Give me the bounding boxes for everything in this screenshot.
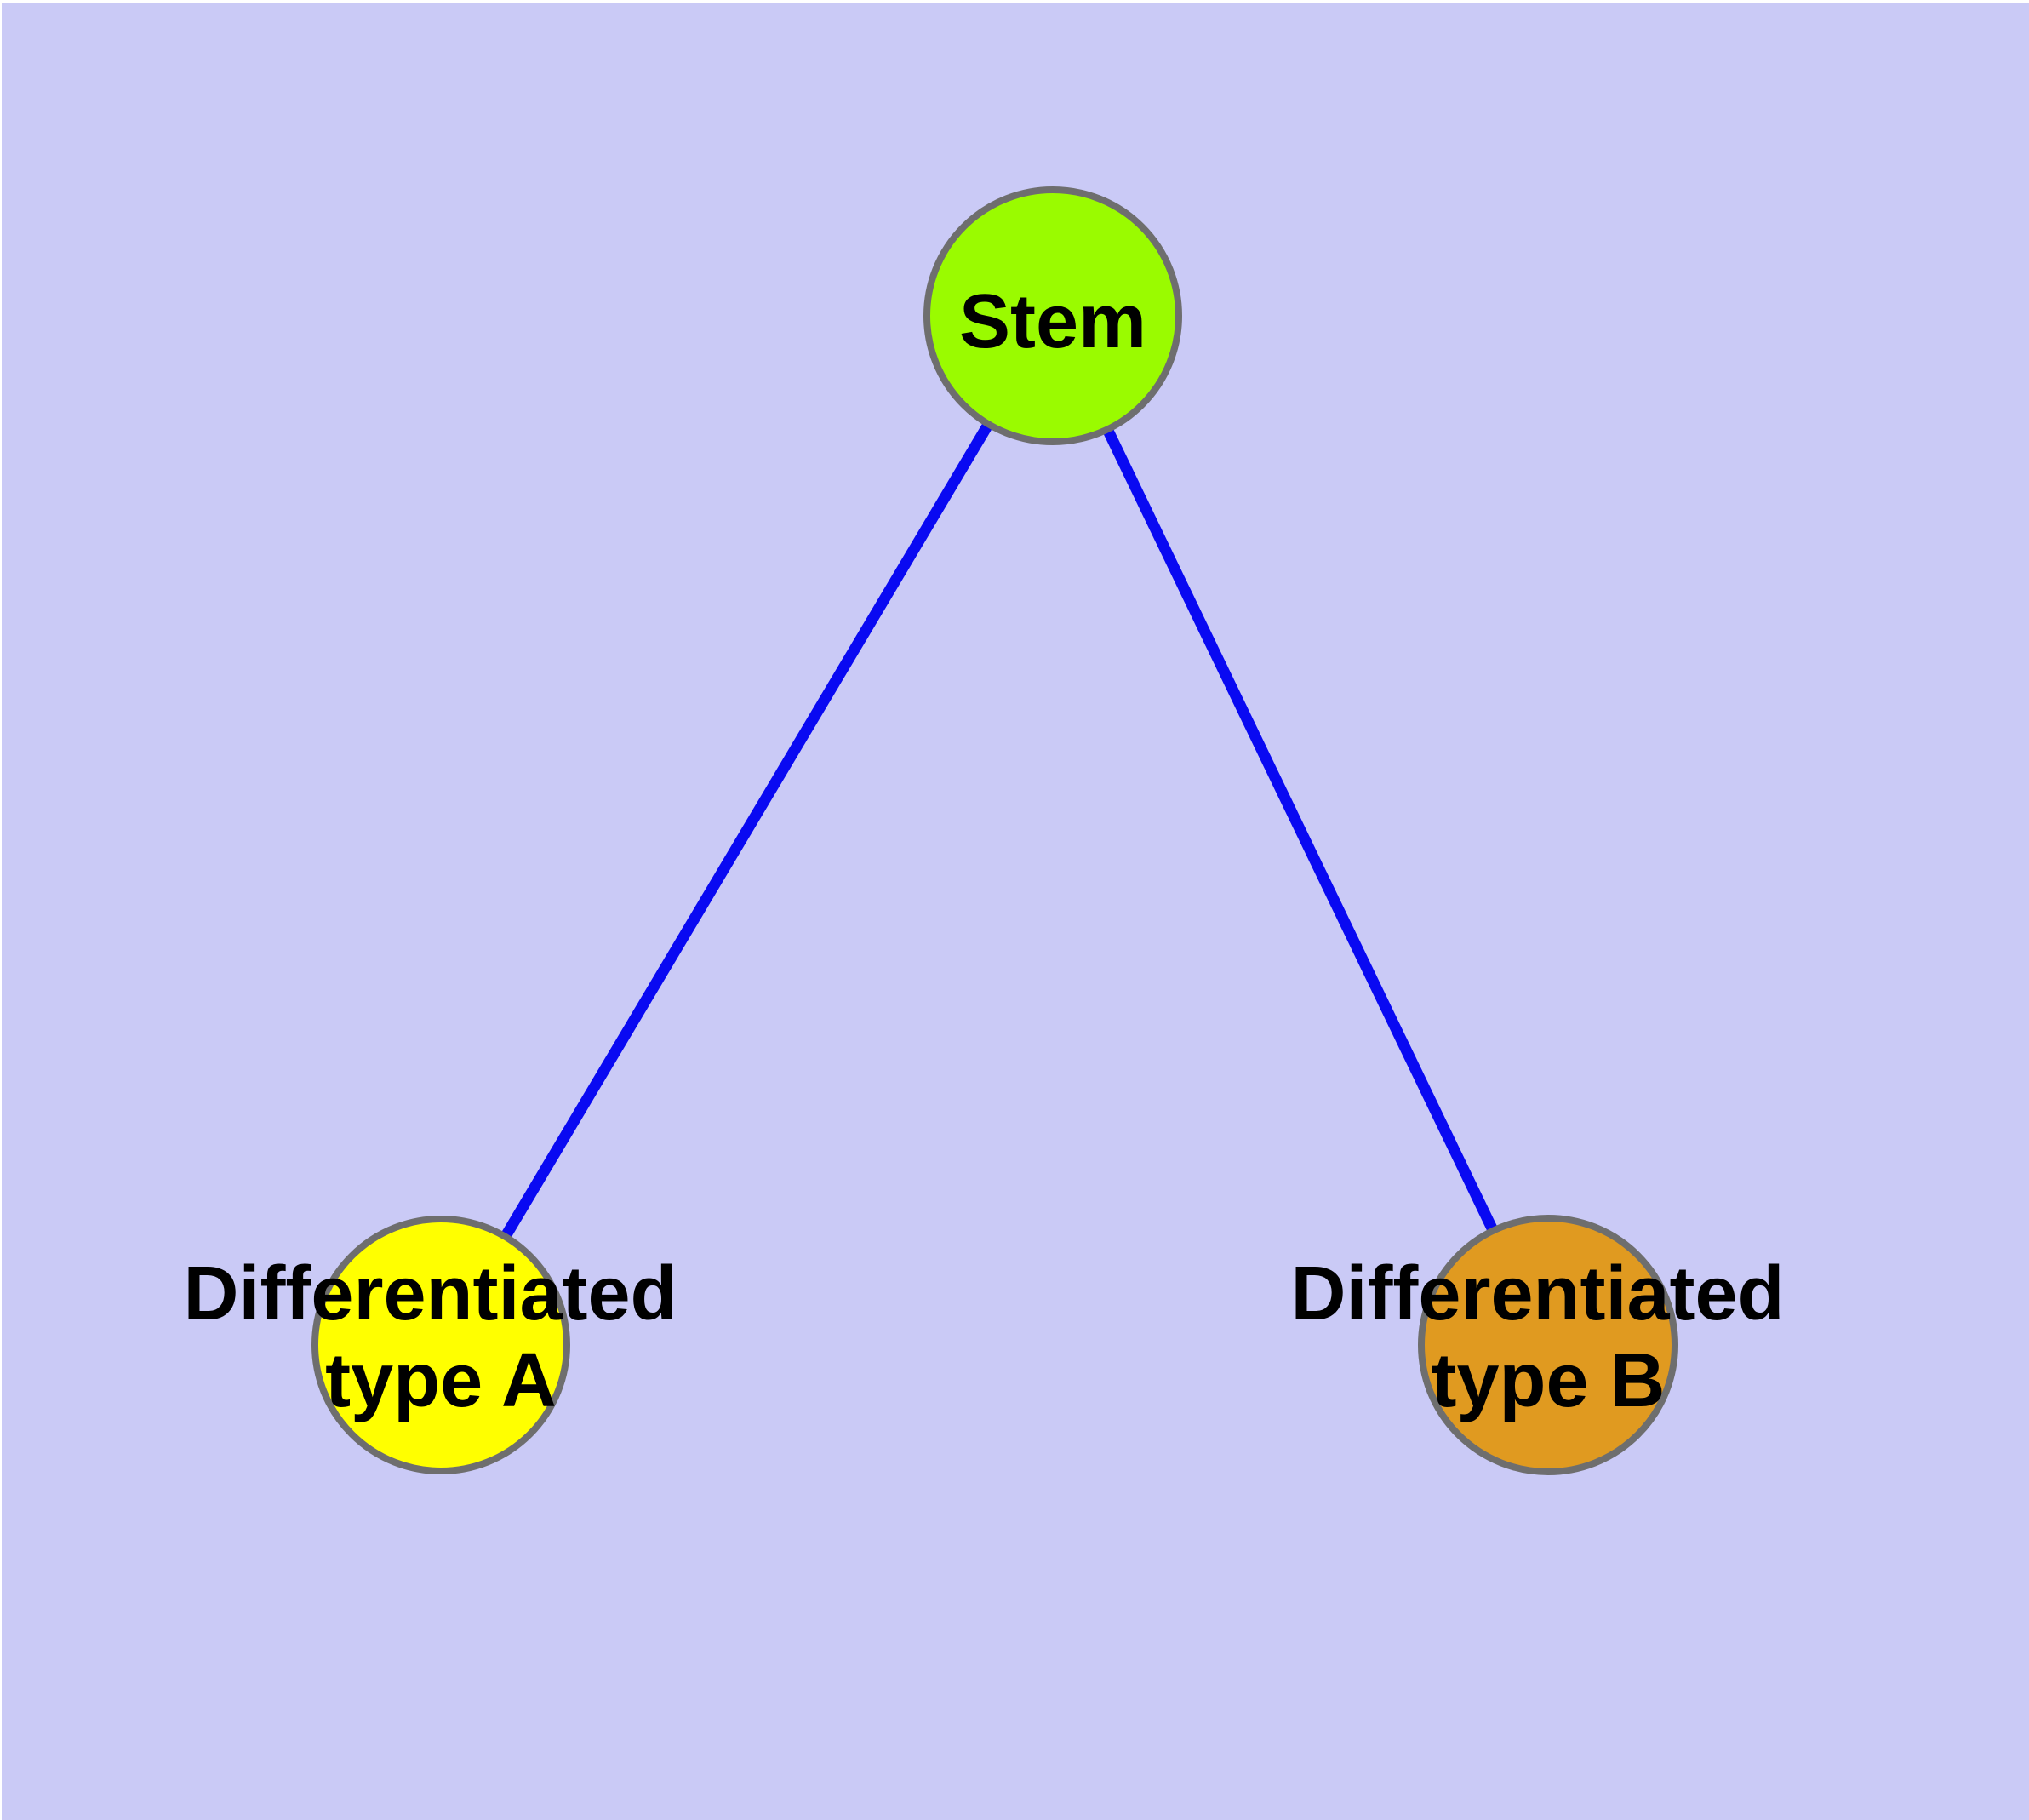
edge-stem-to-type-a <box>436 312 1058 1348</box>
edge-group <box>436 312 1553 1348</box>
label-group: Stem Differentiated type A Differentiate… <box>183 279 1805 1423</box>
node-differentiated-type-a <box>311 1216 570 1474</box>
node-stem-label: Stem <box>959 279 1146 364</box>
label-line: Differentiated <box>183 1251 677 1336</box>
node-differentiated-type-b-label: Differentiated type B <box>1290 1251 1805 1423</box>
node-stem <box>923 186 1182 445</box>
label-line: type A <box>325 1338 557 1423</box>
label-line: Differentiated <box>1290 1251 1784 1336</box>
node-differentiated-type-b <box>1418 1215 1678 1475</box>
node-differentiated-type-a-label: Differentiated type A <box>183 1251 698 1423</box>
edge-stem-to-type-b <box>1048 313 1553 1348</box>
label-line: type B <box>1431 1338 1665 1423</box>
node-group <box>311 186 1678 1475</box>
